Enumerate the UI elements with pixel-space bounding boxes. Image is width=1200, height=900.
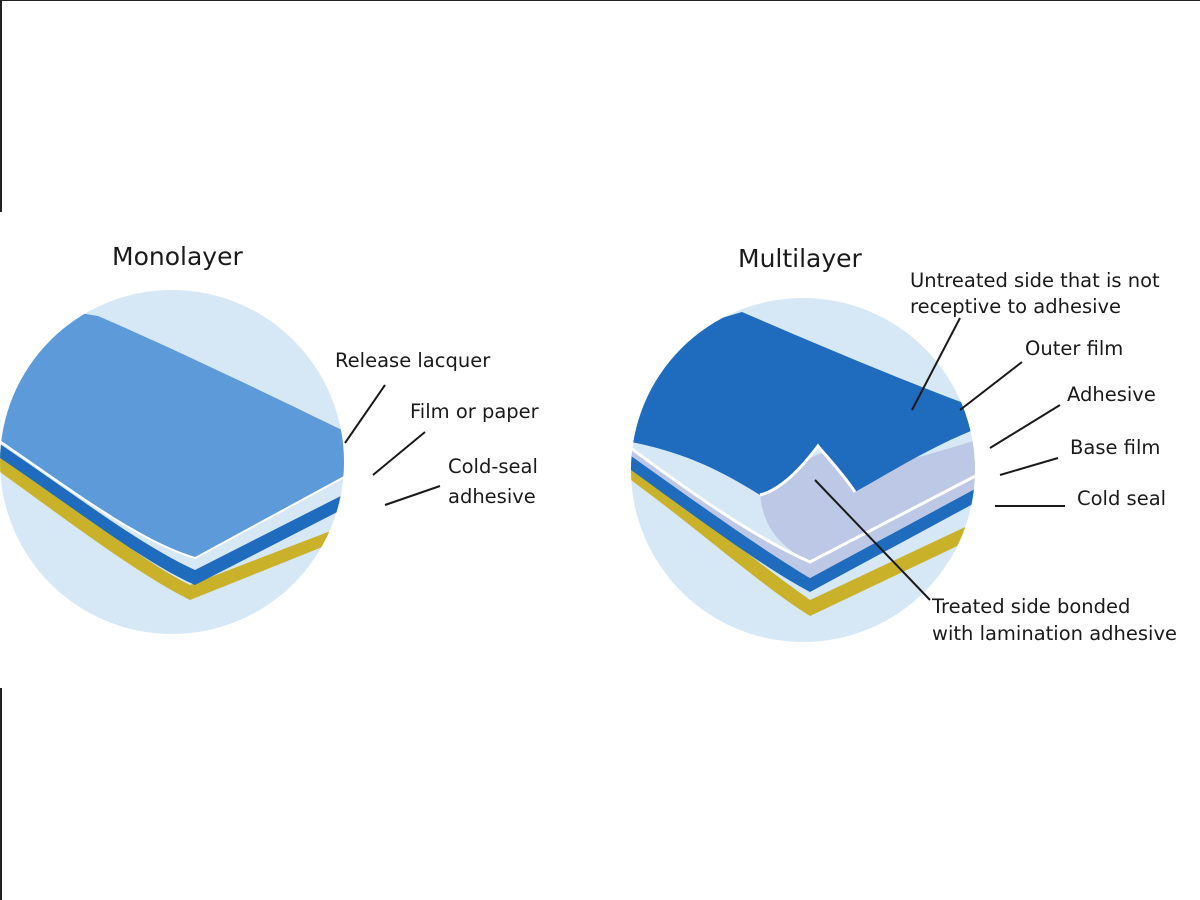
label-cold-seal: Cold seal xyxy=(1077,487,1166,510)
monolayer-film-layer xyxy=(0,444,344,585)
multilayer-diagram xyxy=(631,298,975,642)
monolayer-cold-seal-layer xyxy=(0,450,344,600)
multilayer-edge-highlight xyxy=(631,438,975,564)
label-film-or-paper: Film or paper xyxy=(410,400,540,423)
label-base-film: Base film xyxy=(1070,436,1160,459)
frame-left-top-edge xyxy=(0,0,2,212)
leader-cold-seal-adhesive xyxy=(384,485,441,506)
multilayer-peeled-flap-outline xyxy=(759,443,857,497)
label-cold-seal-adhesive-line1: Cold-seal xyxy=(448,455,538,478)
label-treated-side-line1: Treated side bonded xyxy=(931,595,1130,618)
frame-top-edge xyxy=(0,0,1200,1)
leader-lines xyxy=(344,317,1065,601)
multilayer-adhesive-layer xyxy=(631,440,975,578)
leader-treated-side xyxy=(814,479,931,601)
leader-untreated-side xyxy=(911,317,961,411)
leader-release-lacquer xyxy=(344,384,386,444)
label-treated-side-line2: with lamination adhesive xyxy=(932,622,1177,645)
multilayer-base-film-layer xyxy=(631,448,975,592)
monolayer-diagram xyxy=(0,290,344,634)
multilayer-title: Multilayer xyxy=(738,244,863,273)
label-release-lacquer: Release lacquer xyxy=(335,349,491,372)
label-untreated-side-line1: Untreated side that is not xyxy=(910,269,1160,292)
leader-film-or-paper xyxy=(372,431,426,476)
frame-left-bottom-edge xyxy=(0,688,2,900)
label-adhesive: Adhesive xyxy=(1067,383,1156,406)
leader-adhesive xyxy=(989,404,1061,449)
leader-outer-film xyxy=(959,361,1023,411)
multilayer-outer-film-layer xyxy=(631,312,975,495)
leader-base-film xyxy=(999,457,1059,476)
monolayer-title: Monolayer xyxy=(112,242,243,271)
label-outer-film: Outer film xyxy=(1025,337,1123,360)
multilayer-adhesive-exposed xyxy=(760,430,975,562)
monolayer-release-lacquer-layer xyxy=(0,300,344,557)
labels: Monolayer Multilayer Release lacquer Fil… xyxy=(112,242,1177,645)
label-untreated-side-line2: receptive to adhesive xyxy=(910,295,1121,318)
label-cold-seal-adhesive-line2: adhesive xyxy=(448,485,536,508)
